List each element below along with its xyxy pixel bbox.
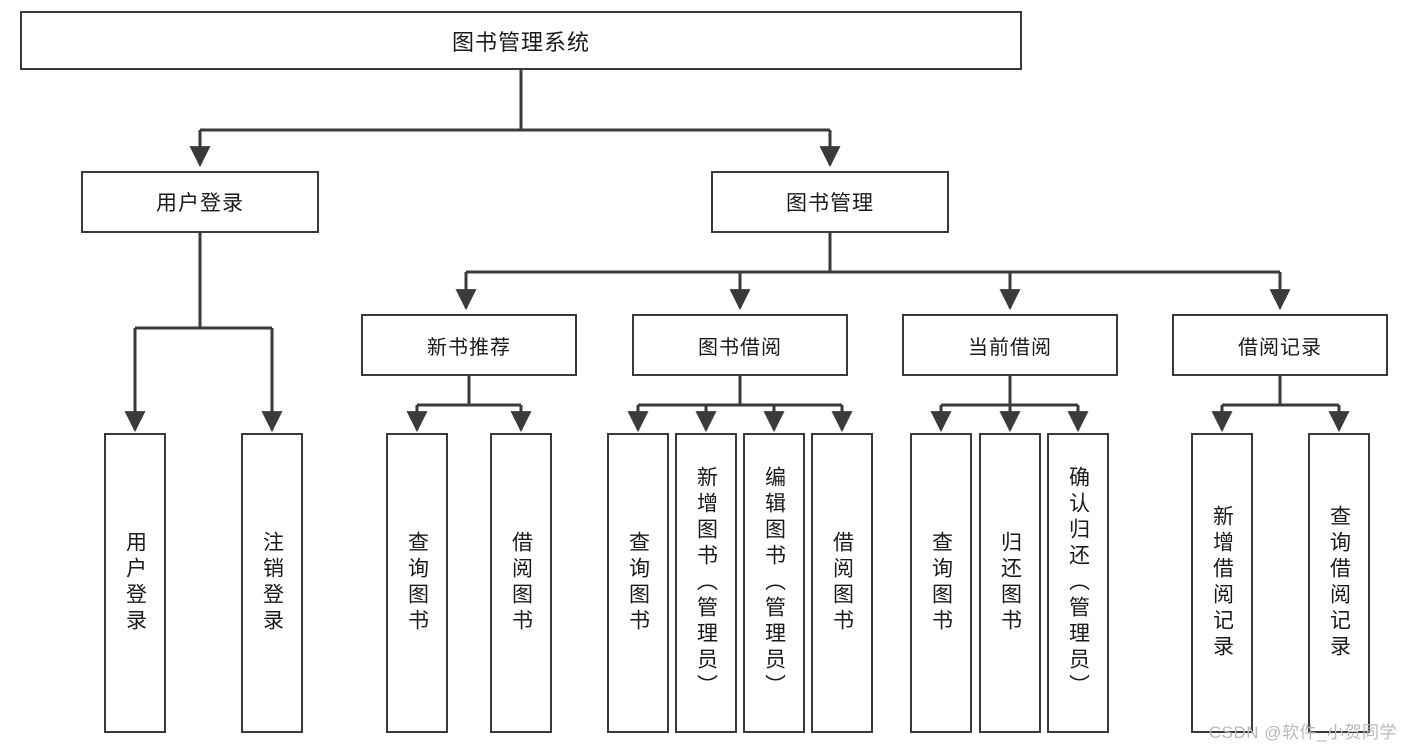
- node-leaf-logout-label: 注销登录: [260, 531, 284, 635]
- node-leaf-return-book-label: 归还图书: [998, 531, 1022, 635]
- node-leaf-confirm-return-label: 确认归还（管理员）: [1066, 466, 1090, 700]
- node-leaf-query-record-label: 查询借阅记录: [1327, 505, 1351, 661]
- node-borrow-record-label: 借阅记录: [1238, 336, 1322, 359]
- node-leaf-borrow-book-1-label: 借阅图书: [509, 531, 533, 635]
- node-user-login-label: 用户登录: [156, 192, 244, 215]
- node-leaf-query-book-2[interactable]: 查询图书: [607, 433, 669, 733]
- node-root[interactable]: 图书管理系统: [20, 11, 1022, 70]
- node-leaf-query-record[interactable]: 查询借阅记录: [1308, 433, 1370, 733]
- node-leaf-query-book-1[interactable]: 查询图书: [386, 433, 448, 733]
- node-current-borrow-label: 当前借阅: [968, 336, 1052, 359]
- node-current-borrow[interactable]: 当前借阅: [902, 314, 1118, 376]
- node-leaf-borrow-book-1[interactable]: 借阅图书: [490, 433, 552, 733]
- node-leaf-query-book-3[interactable]: 查询图书: [910, 433, 972, 733]
- node-book-borrow-label: 图书借阅: [698, 336, 782, 359]
- node-book-borrow[interactable]: 图书借阅: [632, 314, 848, 376]
- node-borrow-record[interactable]: 借阅记录: [1172, 314, 1388, 376]
- node-leaf-user-login[interactable]: 用户登录: [104, 433, 166, 733]
- node-leaf-borrow-book-2[interactable]: 借阅图书: [811, 433, 873, 733]
- node-leaf-query-book-3-label: 查询图书: [929, 531, 953, 635]
- node-leaf-query-book-2-label: 查询图书: [626, 531, 650, 635]
- node-user-login[interactable]: 用户登录: [81, 171, 319, 233]
- node-leaf-confirm-return[interactable]: 确认归还（管理员）: [1047, 433, 1109, 733]
- node-leaf-add-record[interactable]: 新增借阅记录: [1191, 433, 1253, 733]
- node-leaf-user-login-label: 用户登录: [123, 531, 147, 635]
- node-leaf-logout[interactable]: 注销登录: [241, 433, 303, 733]
- node-leaf-edit-book-label: 编辑图书（管理员）: [762, 466, 786, 700]
- node-leaf-add-book-label: 新增图书（管理员）: [694, 466, 718, 700]
- node-leaf-edit-book[interactable]: 编辑图书（管理员）: [743, 433, 805, 733]
- node-new-book-rec-label: 新书推荐: [427, 336, 511, 359]
- node-new-book-rec[interactable]: 新书推荐: [361, 314, 577, 376]
- node-book-manage-label: 图书管理: [786, 192, 874, 215]
- node-leaf-borrow-book-2-label: 借阅图书: [830, 531, 854, 635]
- node-book-manage[interactable]: 图书管理: [711, 171, 949, 233]
- node-leaf-add-book[interactable]: 新增图书（管理员）: [675, 433, 737, 733]
- node-leaf-query-book-1-label: 查询图书: [405, 531, 429, 635]
- node-leaf-return-book[interactable]: 归还图书: [979, 433, 1041, 733]
- csdn-watermark: CSDN @软件_小贺同学: [1208, 723, 1397, 742]
- node-root-label: 图书管理系统: [451, 29, 590, 55]
- node-leaf-add-record-label: 新增借阅记录: [1210, 505, 1234, 661]
